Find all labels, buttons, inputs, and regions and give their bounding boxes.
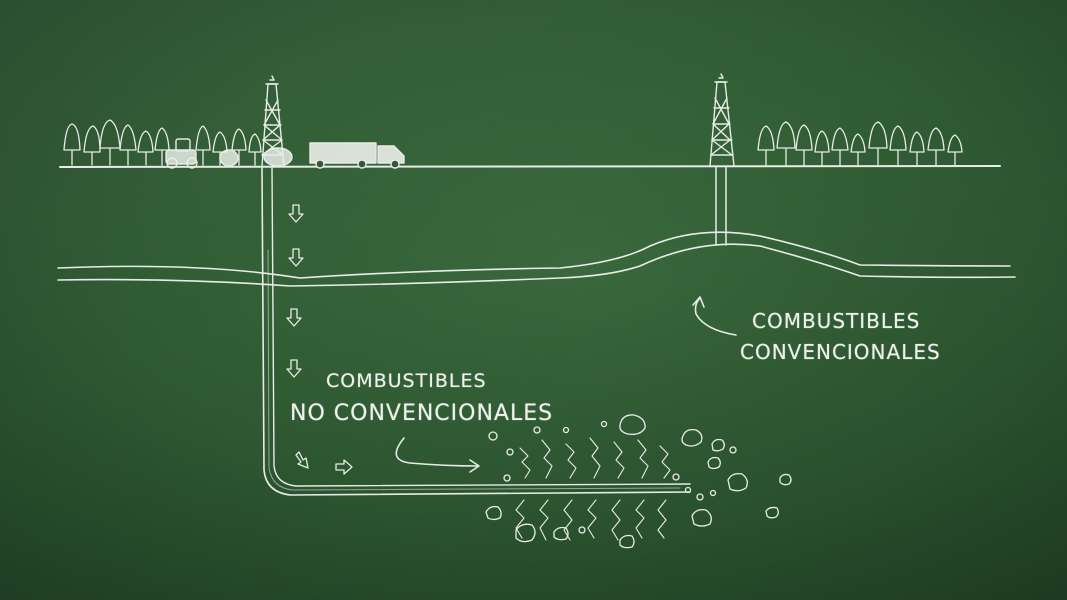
down-arrow-icon [286,359,302,378]
right-arrow-icon [335,459,353,475]
derrick-icon [261,75,285,167]
down-arrow-icon [286,308,302,327]
rock-icon [533,426,541,434]
strata-line-lower [57,243,1016,287]
rock-cluster [485,414,792,549]
fracture-zone [515,437,671,541]
tree-icon [63,119,262,166]
fracture-icon [589,437,601,479]
rock-icon [672,473,680,481]
tractor-icon [165,138,198,169]
conventional-wellbore [715,165,727,246]
rock-icon [727,472,748,492]
rock-icon [553,526,569,541]
tree-group-right [757,121,963,166]
rock-icon [711,438,725,452]
fracture-icon [515,499,525,539]
rock-icon [691,508,712,527]
rock-icon [684,486,692,494]
pointer-arrow-conventional [692,296,737,336]
label-unconventional-line2: NO CONVENCIONALES [290,401,554,426]
rock-icon [779,473,792,486]
ground-surface-line [59,165,1001,168]
rock-icon [562,426,570,434]
rock-icon [488,431,498,441]
pointer-arrow-unconventional [395,437,480,473]
rock-icon [515,523,536,543]
fracture-icon [611,499,621,541]
rock-icon [709,489,717,497]
tree-group-left [63,119,262,166]
rock-icon [578,526,586,534]
strata-line-upper [57,231,1011,279]
horizontal-wellbore-outer [261,167,691,496]
horizontal-wellbore-inner [271,167,691,487]
rock-icon [765,506,779,519]
fracture-icon [541,439,553,479]
down-arrow-icon [288,248,304,267]
derrick-icon [709,73,735,167]
rock-icon [619,534,635,549]
flow-arrows [286,204,353,475]
fracture-icon [613,441,625,479]
rock-icon [729,446,737,454]
fracture-icon [635,499,645,539]
fracture-icon [657,499,667,539]
fracture-icon [519,447,531,479]
label-conventional-line2: CONVENCIONALES [740,340,941,364]
rock-icon [681,428,703,447]
tank-icon [219,147,293,167]
label-unconventional-line1: COMBUSTIBLES [326,370,487,392]
down-arrow-icon [295,451,309,469]
rock-icon [485,505,502,521]
fracture-icon [563,499,573,541]
fracture-icon [565,443,577,479]
rock-icon [696,493,704,501]
rock-icon [600,420,608,428]
label-conventional-line1: COMBUSTIBLES [752,309,921,333]
fracture-icon [637,439,649,479]
horizontal-wellbore-core [267,249,681,491]
rock-icon [619,414,646,436]
rock-icon [506,448,514,456]
truck-icon [309,142,405,169]
down-arrow-icon [288,204,304,223]
rock-icon [707,456,721,470]
fracture-icon [659,445,671,479]
rock-icon [503,474,511,482]
fracture-icon [587,499,597,539]
fracture-icon [539,499,549,541]
